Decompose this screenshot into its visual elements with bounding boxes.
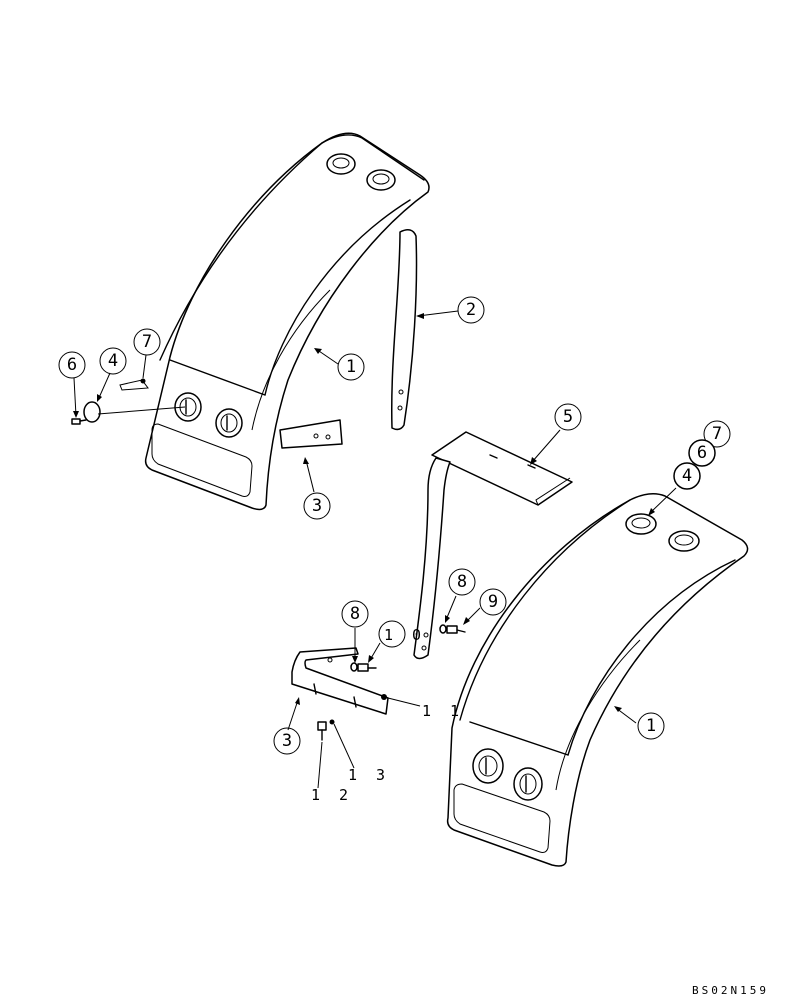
- callout-4-left: 4: [99, 347, 127, 375]
- callout-label: 3: [282, 731, 292, 751]
- callout-1-left: 1: [337, 353, 365, 381]
- callout-3-right: 3: [273, 727, 301, 755]
- callout-label: 7: [142, 332, 152, 352]
- callout-label: 3: [312, 496, 322, 516]
- bolt-icon: [350, 662, 377, 672]
- callout-4-right: 4: [673, 462, 701, 490]
- callout-7-left: 7: [133, 328, 161, 356]
- callout-3-left: 3: [303, 492, 331, 520]
- callout-label: 1: [646, 716, 656, 736]
- callout-6-left: 6: [58, 351, 86, 379]
- callout-1-right: 1: [637, 712, 665, 740]
- lamp-icon: [513, 767, 543, 801]
- callout-7-right: 7: [703, 420, 731, 448]
- callout-label: 5: [563, 407, 573, 427]
- callout-label: 1 0: [384, 626, 426, 644]
- lamp-icon: [366, 169, 396, 191]
- callout-10: 1 0: [378, 620, 426, 648]
- lamp-icon: [174, 392, 202, 422]
- lamp-icon: [472, 748, 504, 784]
- fender-right: [446, 493, 749, 867]
- bolt-icon: [439, 624, 466, 634]
- callout-label: 8: [350, 604, 360, 624]
- callout-5: 5: [554, 403, 582, 431]
- callout-8-left: 8: [341, 600, 369, 628]
- callout-11: 1 1: [422, 702, 464, 720]
- callout-label: 9: [488, 592, 498, 612]
- lamp-lens-icon: [83, 401, 101, 423]
- screw-icon: [71, 418, 87, 425]
- strap-left: [279, 419, 343, 449]
- callout-12: 1 2: [311, 786, 353, 804]
- callout-9: 9: [479, 588, 507, 616]
- callout-label: 8: [457, 572, 467, 592]
- callout-label: 7: [712, 424, 722, 444]
- callout-label: 4: [108, 351, 118, 371]
- callout-label: 1: [346, 357, 356, 377]
- bolt-icon: [317, 721, 327, 741]
- callout-label: 4: [682, 466, 692, 486]
- lamp-icon: [668, 530, 700, 552]
- strap-right: [291, 647, 389, 715]
- lamp-icon: [326, 153, 356, 175]
- callout-6-right: 6: [688, 439, 716, 467]
- reference-code: BS02N159: [692, 984, 769, 997]
- leader-lines: [73, 310, 677, 789]
- fender-left: [144, 132, 430, 511]
- lamp-icon: [625, 513, 657, 535]
- bracket-upper: [391, 229, 418, 431]
- callout-8-right: 8: [448, 568, 476, 596]
- callout-label: 6: [67, 355, 77, 375]
- callout-label: 6: [697, 443, 707, 463]
- callout-label: 2: [466, 300, 476, 320]
- support-bracket: [413, 431, 573, 660]
- lamp-icon: [215, 408, 243, 438]
- callout-13: 1 3: [348, 766, 390, 784]
- callout-2: 2: [457, 296, 485, 324]
